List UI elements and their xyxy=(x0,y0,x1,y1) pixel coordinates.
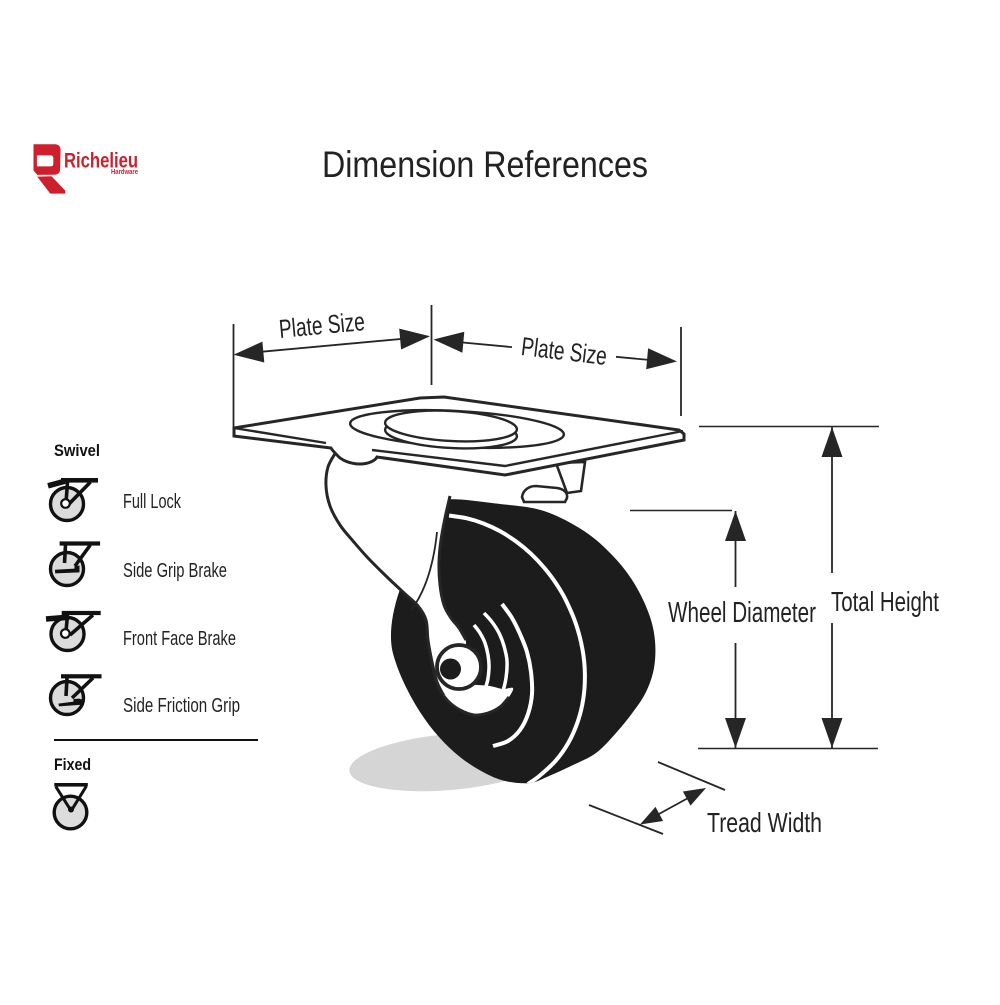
svg-text:Side Grip Brake: Side Grip Brake xyxy=(123,559,227,582)
svg-text:Dimension References: Dimension References xyxy=(322,144,648,185)
svg-text:Front Face Brake: Front Face Brake xyxy=(123,627,236,650)
svg-text:Hardware: Hardware xyxy=(111,167,138,176)
svg-text:Wheel Diameter: Wheel Diameter xyxy=(668,597,816,629)
svg-text:Side Friction Grip: Side Friction Grip xyxy=(123,694,240,717)
svg-text:Tread Width: Tread Width xyxy=(707,807,822,838)
svg-text:Swivel: Swivel xyxy=(54,442,100,460)
svg-text:Total Height: Total Height xyxy=(831,586,939,617)
svg-text:Full Lock: Full Lock xyxy=(123,490,182,513)
svg-text:Fixed: Fixed xyxy=(54,756,91,774)
svg-text:Richelieu: Richelieu xyxy=(64,150,138,173)
